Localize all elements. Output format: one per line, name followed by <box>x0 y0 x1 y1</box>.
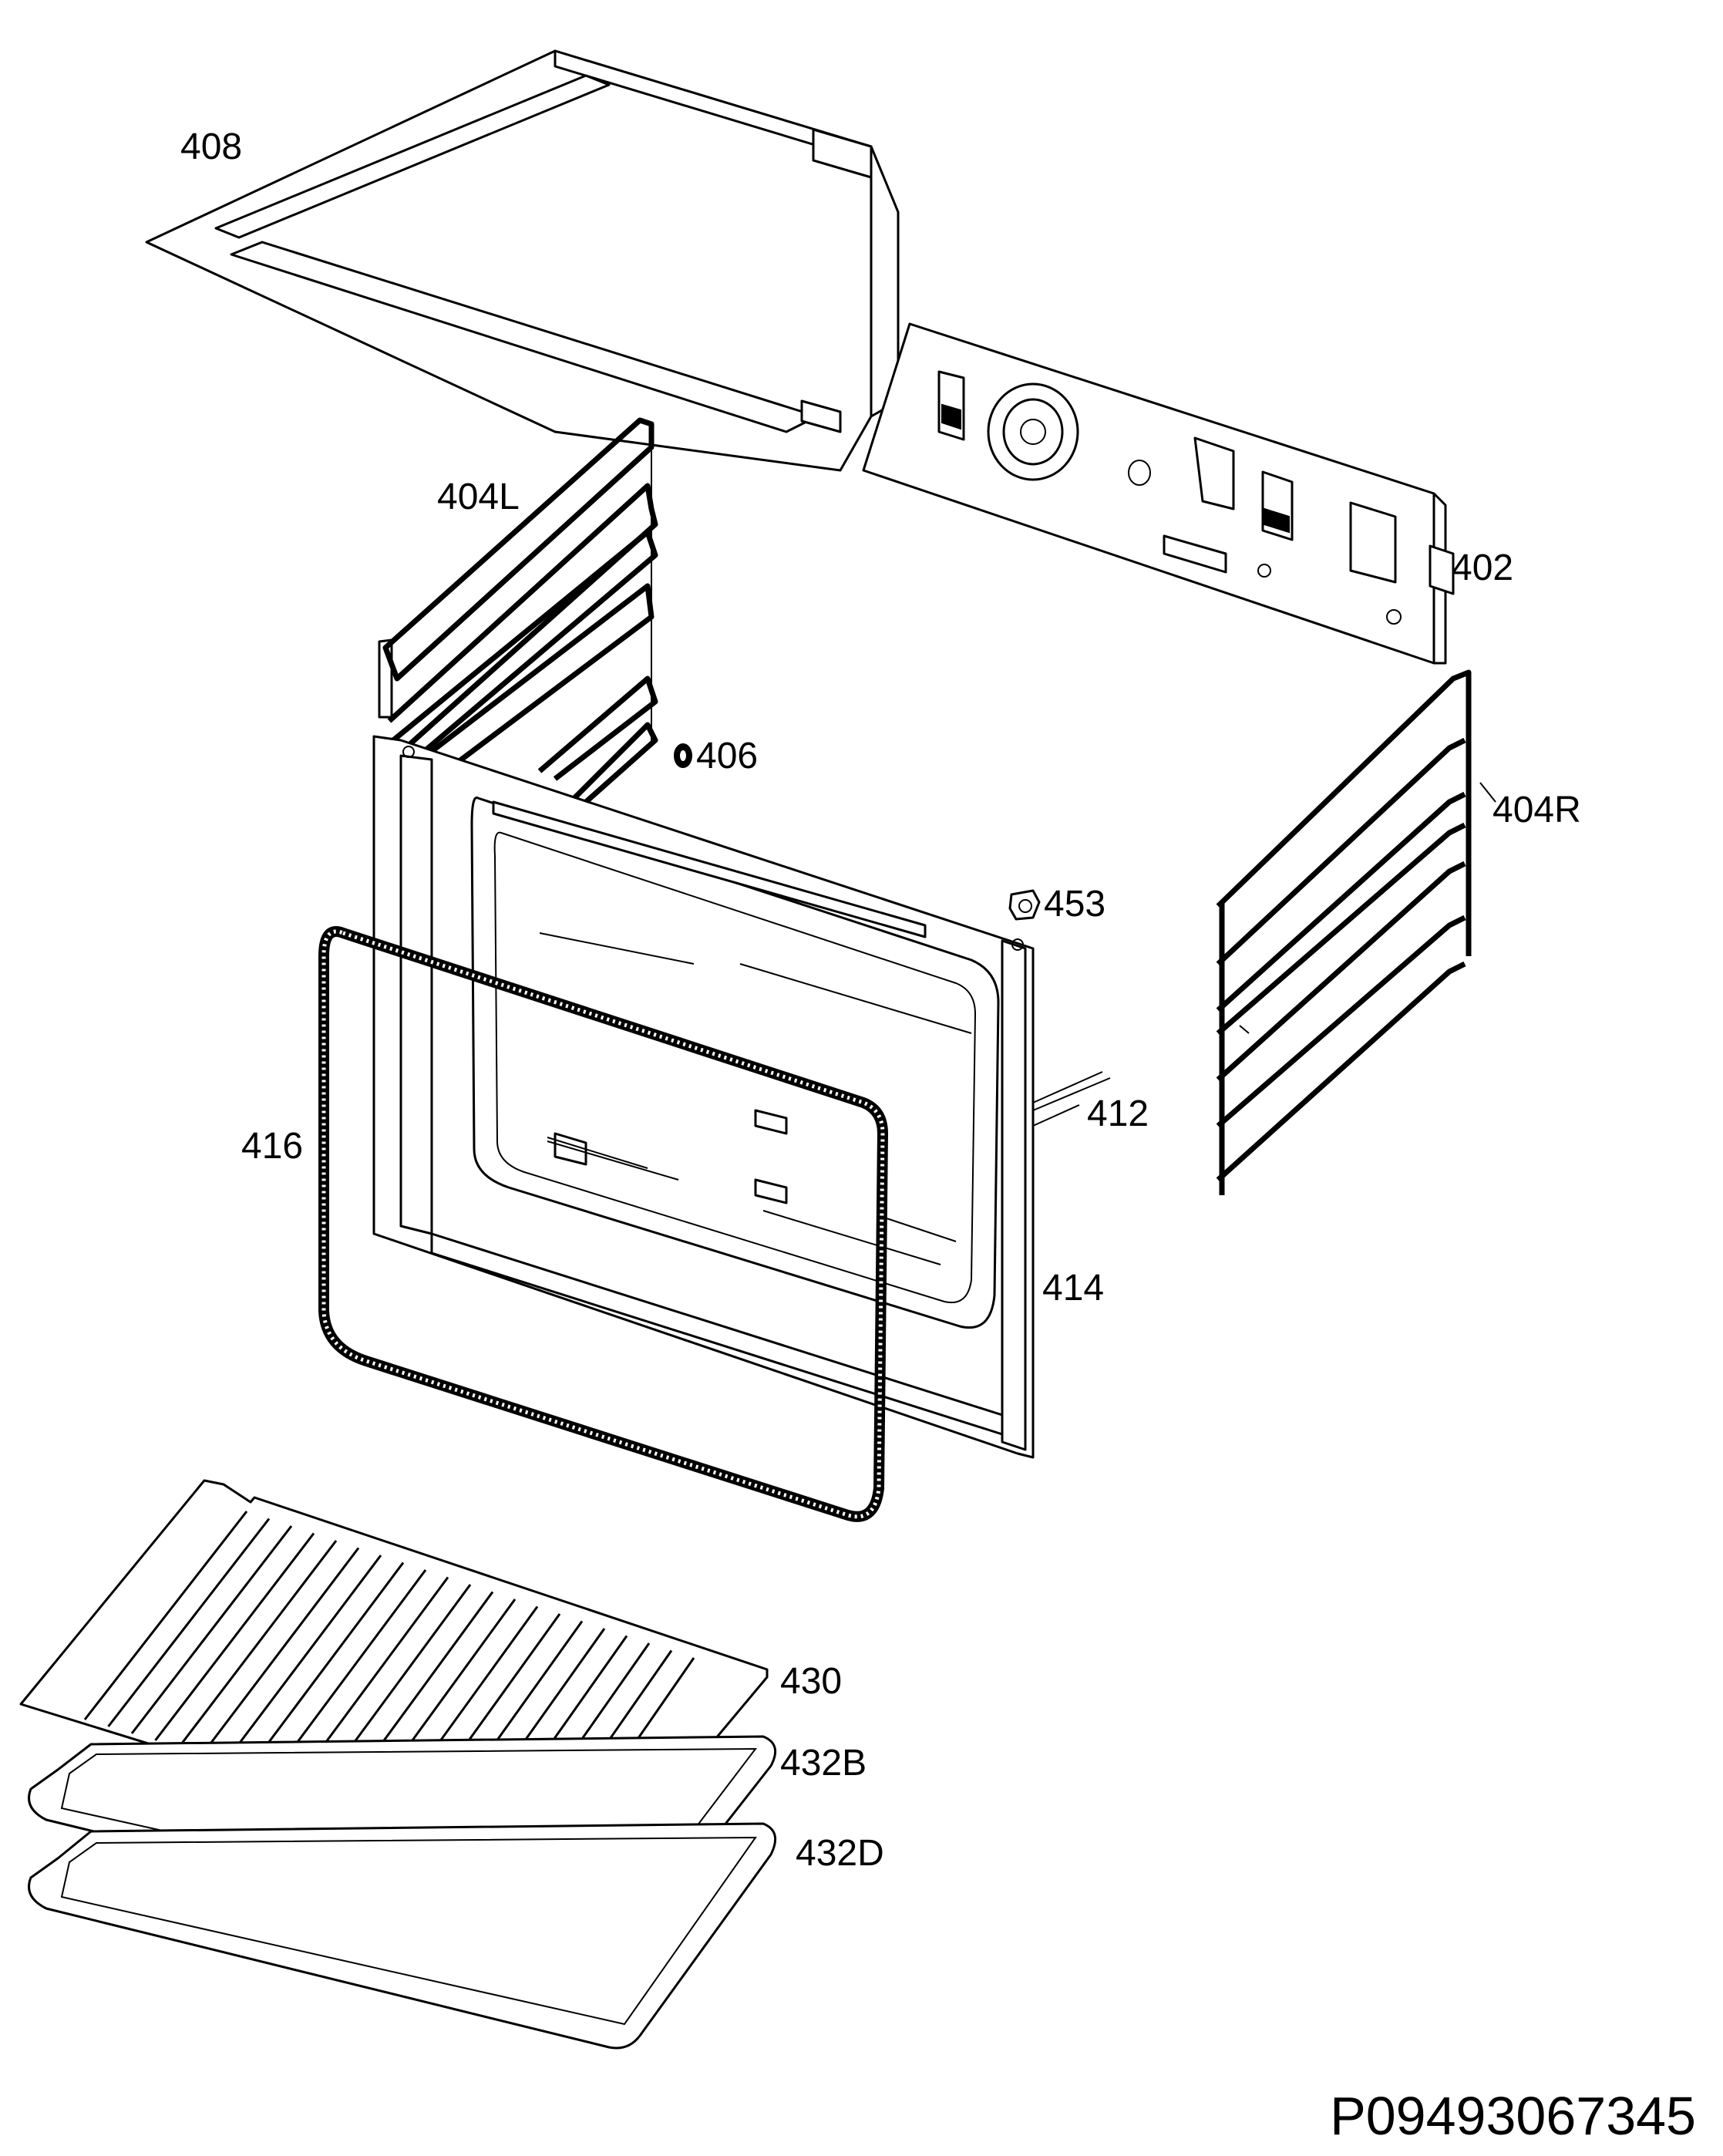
label-432B: 432B <box>780 1743 867 1784</box>
part-414-cavity-frame <box>372 735 1035 1459</box>
label-404L: 404L <box>437 477 520 517</box>
rack-bar <box>248 1561 405 1769</box>
label-430: 430 <box>780 1661 842 1702</box>
rack-bar <box>224 1555 382 1762</box>
part-416-door-gasket <box>318 926 888 1522</box>
label-432D: 432D <box>796 1833 884 1874</box>
part-402-rear-panel <box>862 322 1455 665</box>
document-id: P09493067345 <box>1330 2086 1696 2146</box>
rack-bar <box>107 1518 271 1727</box>
rack-bar <box>130 1525 293 1734</box>
label-408: 408 <box>180 126 242 167</box>
rack-bar <box>154 1532 315 1741</box>
label-412: 412 <box>1087 1093 1149 1134</box>
part-453-fastener <box>1008 889 1041 921</box>
part-412-rod <box>1032 1071 1111 1127</box>
label-406: 406 <box>696 736 758 776</box>
label-416: 416 <box>241 1126 303 1167</box>
part-404R-right-shelf-support <box>1216 669 1496 1195</box>
rack-bar <box>177 1540 338 1748</box>
part-408-top-cover <box>145 49 900 472</box>
part-404L-left-shelf-support <box>378 417 658 804</box>
label-404R: 404R <box>1492 790 1581 830</box>
label-402: 402 <box>1452 547 1513 588</box>
label-453: 453 <box>1044 884 1105 925</box>
label-414: 414 <box>1042 1268 1104 1309</box>
rack-bar <box>83 1511 248 1720</box>
part-406-clip <box>674 743 692 768</box>
part-432D-deep-tray <box>28 1822 777 2050</box>
rack-bar <box>201 1547 360 1755</box>
